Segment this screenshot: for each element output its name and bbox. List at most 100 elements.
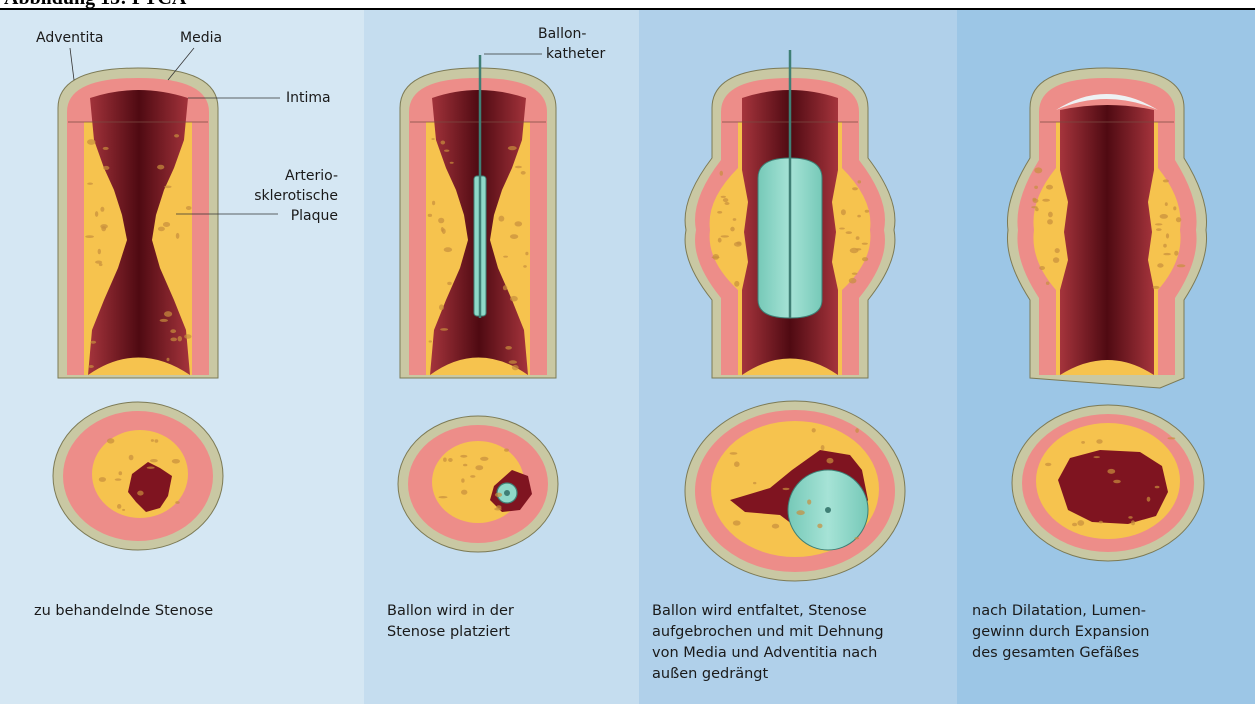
plaque-fleck (1033, 199, 1039, 203)
plaque-fleck (442, 228, 446, 234)
label-plaque-3: Plaque (291, 208, 338, 224)
plaque-fleck (817, 524, 822, 529)
plaque-fleck (432, 201, 435, 205)
plaque-fleck (1113, 480, 1121, 483)
plaque-fleck (753, 482, 756, 484)
plaque-fleck (167, 358, 170, 361)
plaque-fleck (438, 218, 444, 224)
plaque-fleck (428, 214, 432, 217)
plaque-fleck (461, 478, 464, 482)
plaque-fleck (444, 247, 452, 252)
plaque-fleck (515, 166, 522, 169)
plaque-fleck (115, 478, 122, 480)
plaque-fleck (856, 236, 860, 240)
plaque-fleck (1155, 486, 1160, 489)
plaque-fleck (170, 329, 176, 333)
plaque-fleck (858, 180, 862, 183)
plaque-fleck (117, 504, 121, 509)
plaque-fleck (508, 146, 517, 150)
plaque-fleck (1177, 264, 1186, 267)
plaque-fleck (95, 261, 102, 264)
caption-4-line-3: des gesamten Gefäßes (972, 645, 1139, 661)
label-plaque-1: Arterio- (285, 168, 338, 184)
plaque-fleck (178, 336, 182, 341)
plaque-fleck (85, 235, 94, 238)
plaque-fleck (186, 206, 192, 210)
plaque-fleck (523, 265, 527, 268)
plaque-fleck (176, 233, 180, 239)
plaque-fleck (504, 449, 509, 452)
caption-3-line-4: außen gedrängt (652, 666, 768, 682)
plaque-fleck (862, 243, 868, 245)
plaque-fleck (509, 360, 517, 364)
plaque-fleck (447, 282, 452, 285)
plaque-fleck (441, 141, 446, 145)
plaque-fleck (718, 238, 722, 243)
plaque-fleck (103, 147, 109, 150)
plaque-fleck (137, 491, 143, 496)
plaque-fleck (865, 210, 869, 213)
plaque-fleck (164, 186, 171, 189)
plaque-fleck (505, 346, 512, 350)
plaque-fleck (1160, 214, 1168, 219)
plaque-fleck (1163, 253, 1171, 255)
plaque-fleck (1096, 439, 1102, 444)
plaque-fleck (1047, 219, 1053, 224)
plaque-fleck (460, 455, 467, 458)
plaque-fleck (503, 256, 508, 258)
plaque-fleck (503, 285, 507, 290)
vessel-longitudinal-1 (58, 68, 218, 378)
caption-1-line-1: zu behandelnde Stenose (34, 603, 213, 619)
plaque-fleck (1167, 437, 1175, 439)
plaque-fleck (429, 340, 432, 342)
plaque-fleck (444, 150, 449, 152)
plaque-fleck (157, 165, 164, 170)
plaque-fleck (155, 439, 159, 442)
plaque-fleck (734, 461, 740, 467)
plaque-fleck (733, 520, 741, 525)
plaque-fleck (98, 249, 101, 255)
plaque-fleck (857, 215, 861, 218)
plaque-fleck (129, 455, 134, 461)
plaque-fleck (151, 439, 154, 442)
plaque-fleck (122, 509, 125, 511)
plaque-fleck (1093, 456, 1100, 458)
plaque-fleck (1053, 257, 1059, 263)
plaque-fleck (164, 311, 172, 317)
caption-3-line-2: aufgebrochen und mit Dehnung (652, 624, 884, 640)
plaque-fleck (172, 459, 180, 464)
plaque-fleck (1055, 248, 1060, 253)
label-balloon-catheter-2: katheter (546, 46, 606, 62)
label-balloon-catheter-1: Ballon- (538, 26, 586, 42)
plaque-fleck (510, 234, 518, 239)
label-plaque-2: sklerotische (254, 188, 338, 204)
plaque-fleck (736, 241, 741, 244)
caption-2-line-1: Ballon wird in der (387, 603, 514, 619)
plaque-fleck (1045, 463, 1051, 466)
plaque-fleck (160, 319, 168, 322)
plaque-fleck (1156, 228, 1162, 231)
plaque-fleck (1072, 523, 1077, 527)
plaque-fleck (796, 510, 804, 515)
plaque-fleck (175, 501, 179, 504)
caption-2-line-2: Stenose platziert (387, 624, 510, 640)
plaque-fleck (431, 138, 434, 140)
plaque-fleck (499, 216, 505, 222)
plaque-fleck (1131, 520, 1135, 525)
plaque-fleck (450, 162, 454, 164)
plaque-fleck (1176, 217, 1181, 222)
plaque-fleck (1035, 208, 1039, 212)
plaque-fleck (184, 334, 191, 339)
label-intima: Intima (286, 90, 331, 106)
plaque-fleck (852, 187, 858, 190)
plaque-fleck (849, 278, 857, 284)
vessel-cross-section-3 (685, 401, 905, 581)
plaque-fleck (721, 235, 729, 237)
captions: zu behandelnde Stenose Ballon wird in de… (34, 603, 1149, 682)
plaque-fleck (846, 231, 852, 234)
plaque-fleck (87, 183, 93, 185)
plaque-fleck (440, 328, 448, 331)
plaque-fleck (95, 211, 98, 217)
plaque-fleck (1163, 244, 1167, 248)
vessel-longitudinal-4 (1007, 68, 1206, 388)
